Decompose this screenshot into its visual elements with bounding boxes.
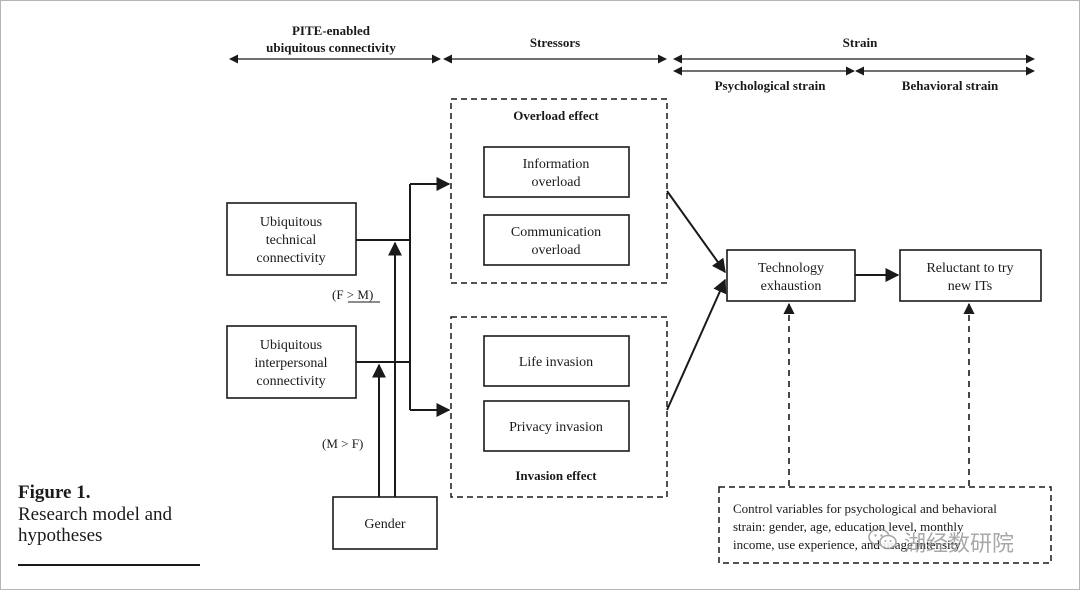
header-psychological-strain: Psychological strain	[715, 78, 827, 93]
header-pite-line2: ubiquitous connectivity	[266, 40, 396, 55]
watermark: 湖经数研院	[868, 526, 1048, 558]
figure-caption: Figure 1. Research model and hypotheses	[18, 482, 200, 566]
figure-title-line1: Research model and	[18, 504, 173, 525]
invasion-effect-title: Invasion effect	[515, 468, 597, 483]
communication-overload-line1: Communication	[511, 225, 601, 240]
overload-effect-title: Overload effect	[513, 108, 599, 123]
moderation-m-gt-f: (M > F)	[322, 436, 363, 451]
reluctant-line1: Reluctant to try	[926, 261, 1013, 276]
technical-line3: connectivity	[256, 251, 325, 266]
control-variables-line2: strain: gender, age, education level, mo…	[733, 519, 964, 534]
header-strain: Strain	[843, 35, 878, 50]
wechat-icon	[868, 527, 898, 557]
life-invasion-label: Life invasion	[519, 355, 593, 370]
reluctant-line2: new ITs	[948, 279, 993, 294]
watermark-text: 湖经数研院	[904, 532, 1015, 557]
figure-number: Figure 1.	[18, 482, 91, 503]
control-variables-line3: income, use experience, and usage intens…	[733, 537, 961, 552]
control-variables-line1: Control variables for psychological and …	[733, 501, 997, 516]
moderation-f-gt-m: (F > M)	[332, 287, 373, 302]
technology-exhaustion-box	[726, 249, 856, 302]
interpersonal-line1: Ubiquitous	[260, 338, 322, 353]
header-stressors: Stressors	[530, 35, 580, 50]
arrow-overload-to-exhaustion	[666, 190, 726, 274]
privacy-invasion-box	[483, 400, 630, 452]
technical-line1: Ubiquitous	[260, 215, 322, 230]
reluctant-new-its-box	[899, 249, 1042, 302]
information-overload-line1: Information	[523, 157, 590, 172]
privacy-invasion-label: Privacy invasion	[509, 420, 603, 435]
gender-label: Gender	[364, 517, 406, 532]
arrow-invasion-to-exhaustion	[666, 278, 727, 411]
gender-box	[332, 496, 438, 550]
information-overload-line2: overload	[532, 175, 581, 190]
interpersonal-line2: interpersonal	[254, 356, 327, 371]
information-overload-box	[483, 146, 630, 198]
invasion-effect-group	[450, 316, 668, 498]
figure-title-line2: hypotheses	[18, 525, 103, 546]
control-variables-box	[718, 486, 1052, 564]
communication-overload-box	[483, 214, 630, 266]
technical-connectivity-box	[226, 202, 357, 276]
header-behavioral-strain: Behavioral strain	[902, 78, 999, 93]
technical-line2: technical	[266, 233, 317, 248]
interpersonal-line3: connectivity	[256, 374, 325, 389]
header-pite-line1: PITE-enabled	[292, 23, 371, 38]
life-invasion-box	[483, 335, 630, 387]
exhaustion-line2: exhaustion	[761, 279, 822, 294]
communication-overload-line2: overload	[532, 243, 581, 258]
exhaustion-line1: Technology	[758, 261, 824, 276]
